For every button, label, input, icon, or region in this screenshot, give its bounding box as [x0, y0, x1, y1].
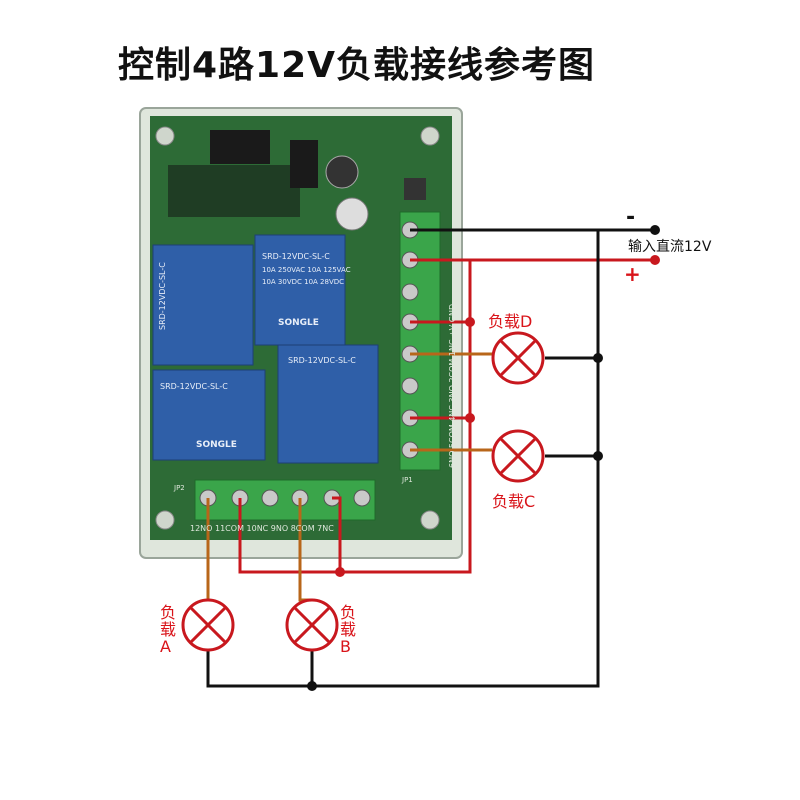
relay-3-text: SRD-12VDC-SL-C — [160, 382, 228, 391]
relay-3 — [152, 369, 266, 461]
wire-8com — [332, 496, 342, 572]
power-plus: + — [624, 262, 641, 286]
relay-4-text: SRD-12VDC-SL-C — [288, 356, 356, 365]
bottom-terminal-block — [194, 479, 376, 521]
load-c-label: 负载C — [492, 492, 536, 511]
junction-dot — [593, 451, 603, 461]
bottom-terminal-labels: 12NO 11COM 10NC 9NO 8COM 7NC — [190, 524, 334, 533]
load-b-char-2: 载 — [340, 620, 357, 639]
ic-chip — [290, 140, 318, 188]
relay-2 — [254, 234, 346, 346]
capacitor — [325, 155, 359, 189]
relay-3-brand: SONGLE — [196, 440, 237, 450]
relay-2-rating-dc: 10A 30VDC 10A 28VDC — [262, 278, 345, 286]
mount-hole-icon — [155, 126, 175, 146]
junction-dot — [307, 681, 317, 691]
junction-dot — [593, 353, 603, 363]
jp2-label: JP2 — [174, 484, 185, 492]
relay-2-text: SRD-12VDC-SL-C — [262, 252, 330, 261]
mount-hole-icon — [155, 510, 175, 530]
junction-dot — [650, 255, 660, 265]
lamp-c-icon — [491, 429, 545, 483]
right-terminal-screws — [401, 221, 419, 459]
jp1-label: JP1 — [402, 476, 413, 484]
relay-1 — [152, 244, 254, 366]
ic-chip — [210, 130, 270, 164]
junction-dot — [465, 413, 475, 423]
power-input-label: 输入直流12V — [628, 239, 712, 255]
power-minus: - — [626, 205, 636, 230]
junction-dot — [465, 317, 475, 327]
push-button-icon — [404, 178, 426, 200]
mount-hole-icon — [420, 126, 440, 146]
load-b-char-1: 负 — [340, 603, 357, 622]
page-title: 控制4路12V负载接线参考图 — [118, 45, 596, 86]
load-d-label: 负载D — [488, 312, 533, 331]
load-b-char-3: B — [340, 637, 351, 656]
right-terminal-block — [399, 211, 441, 471]
load-a-char-3: A — [160, 637, 171, 656]
lamp-d-icon — [491, 331, 545, 385]
junction-dot — [335, 567, 345, 577]
relay-4 — [277, 344, 379, 464]
load-a-char-2: 载 — [160, 620, 177, 639]
junction-dot — [650, 225, 660, 235]
right-terminal-labels: 6NO 5COM 4NC 3NO 2COM 1NC +V GND — [448, 303, 457, 468]
relay-2-brand: SONGLE — [278, 318, 319, 328]
relay-1-text: SRD-12VDC-SL-C — [158, 262, 167, 330]
relay-2-rating: 10A 250VAC 10A 125VAC — [262, 266, 351, 274]
load-a-label: 负 载 A — [160, 604, 176, 655]
load-b-label: 负 载 B — [340, 604, 356, 655]
receiver-module — [168, 165, 300, 217]
mount-hole-icon — [420, 510, 440, 530]
lamp-b-icon — [285, 598, 339, 652]
capacitor — [335, 197, 369, 231]
lamp-a-icon — [181, 598, 235, 652]
load-a-char-1: 负 — [160, 603, 177, 622]
